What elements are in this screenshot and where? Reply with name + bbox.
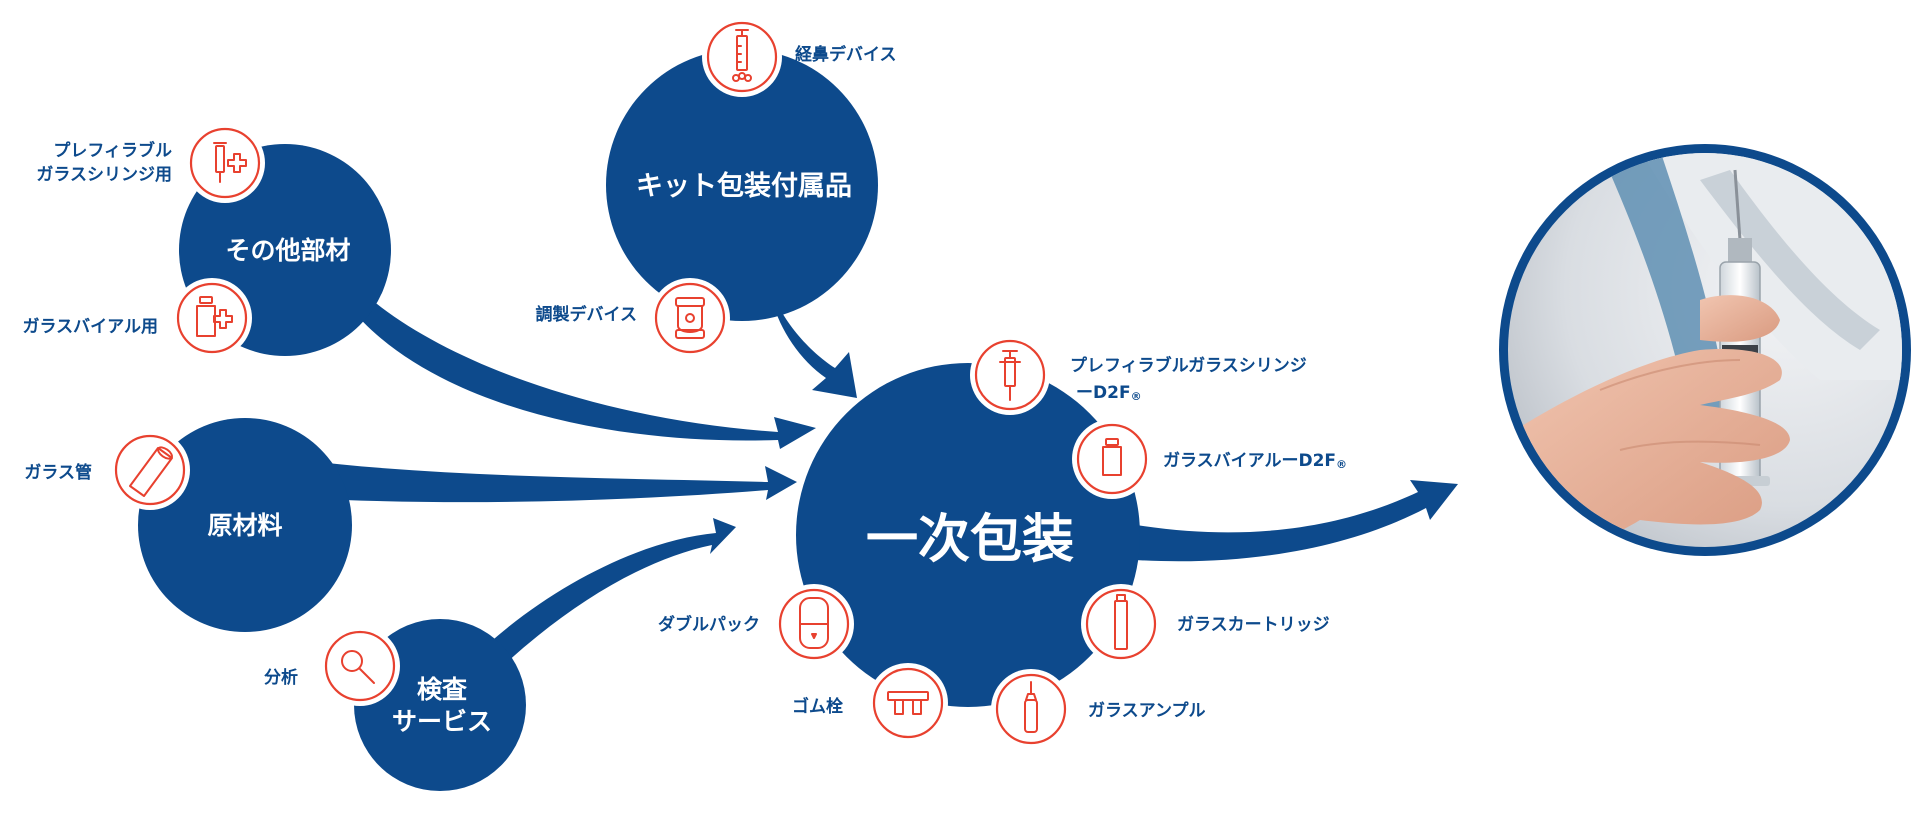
glass-tube-icon [110,430,190,510]
hub-raw-material-label: 原材料 [207,511,282,540]
hub-kit: キット包装付属品 [606,49,878,321]
ampoule-icon [991,669,1071,749]
label-nasal: 経鼻デバイス [795,44,897,65]
hub-primary-packaging: 一次包装 [796,363,1140,707]
hub-inspection-label-2: サービス [392,707,492,736]
label-syringe-d2f-1: プレフィラブルガラスシリンジ [1070,355,1307,376]
label-syringe-d2f-2: ーD2F® [1076,383,1142,403]
label-vial-parts: ガラスバイアル用 [23,317,159,337]
magnifier-icon [320,626,400,706]
hub-inspection-label-1: 検査 [417,675,467,704]
label-vial-d2f: ガラスバイアルーD2F® [1163,451,1347,471]
double-pack-icon [774,584,854,664]
syringe-plus-icon [185,123,265,203]
label-cartridge: ガラスカートリッジ [1177,615,1330,635]
label-ampoule: ガラスアンプル [1088,700,1205,721]
hub-kit-label: キット包装付属品 [636,170,852,202]
vial-icon [1072,419,1152,499]
arrow-inspection [465,518,736,680]
hub-raw-material: 原材料 [138,418,352,632]
arrow-raw-material [300,460,797,503]
arrow-kit [770,285,857,398]
item-labels: プレフィラブル ガラスシリンジ用 ガラスバイアル用 経鼻デバイス 調製デバイス … [23,44,1348,721]
arrow-other-parts [346,282,816,449]
hub-primary-packaging-label: 一次包装 [866,510,1074,570]
label-glass-tube: ガラス管 [24,462,92,483]
label-prep: 調製デバイス [536,304,638,325]
label-prefill-parts-1: プレフィラブル [53,140,172,161]
prep-device-icon [650,278,730,358]
arrows [300,282,1458,680]
hand-holding-syringe-photo [1499,144,1911,556]
syringe-icon [970,335,1050,415]
label-double-pack: ダブルパック [658,614,760,635]
vial-plus-icon [172,278,252,358]
nasal-syringe-icon [702,17,782,97]
label-rubber: ゴム栓 [792,696,843,717]
label-analysis: 分析 [264,667,298,688]
cartridge-icon [1081,584,1161,664]
rubber-stopper-icon [868,663,948,743]
label-prefill-parts-2: ガラスシリンジ用 [36,165,172,185]
arrow-output [1108,480,1458,562]
hub-other-parts-label: その他部材 [225,236,350,265]
